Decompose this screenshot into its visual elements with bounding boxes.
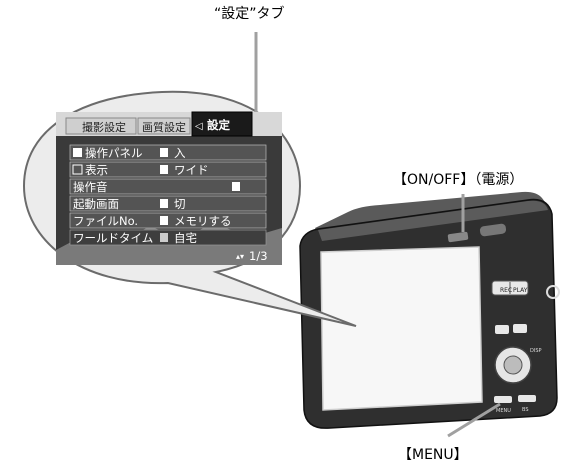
arrow-icon [160,148,168,157]
menu-row-label: ファイルNo. [73,214,138,228]
scroll-arrows-icon: ▴▾ [236,252,244,261]
rec-mode-label: REC [500,287,512,294]
menu-row-label: 操作パネル [85,146,143,160]
bs-button[interactable] [518,395,536,402]
tab-image-quality-label: 画質設定 [142,120,186,134]
camera-top-highlight [318,200,548,241]
strap-lug [546,285,560,299]
arrow-icon [160,165,168,174]
menu-row-value: メモリする [174,214,232,228]
menu-row[interactable]: ファイルNo. メモリする [69,212,267,229]
menu-row-value: 切 [174,197,186,211]
callout-lines [254,32,501,438]
rec-button[interactable] [513,324,527,333]
shutter-button[interactable] [479,223,507,237]
camera: REC PLAY DISP MENU BS [299,191,560,429]
tab-settings[interactable] [191,111,253,137]
menu-row[interactable]: 表示 ワイド [69,161,267,178]
playback-button[interactable] [495,325,509,334]
menu-row-value: 自宅 [174,231,197,245]
menu-row-label: 表示 [85,163,108,177]
playback-icon [72,164,83,175]
arrow-icon [160,233,168,242]
menu-row-label: 起動画面 [73,197,119,211]
menu-row[interactable]: ワールドタイム 自宅 [69,229,267,246]
menu-row-label: ワールドタイム [73,231,153,245]
menu-row[interactable]: 起動画面 切 [69,195,267,212]
set-button[interactable] [503,355,523,375]
play-mode-label: PLAY [513,287,528,294]
menu-screen: 撮影設定 画質設定 設定 ◁ 操作パネル 入 表示 ワイド 操作音 起動画面 [56,111,282,265]
menu-row-label: 操作音 [73,180,108,194]
bs-button-label: BS [522,407,529,413]
arrow-icon [160,199,168,208]
power-button[interactable] [447,231,469,243]
menu-leader [447,402,501,438]
tab-left-arrow-icon: ◁ [195,121,203,132]
arrow-icon [232,182,240,191]
tab-image-quality[interactable] [137,117,191,135]
lcd-screen [320,246,483,411]
menu-button[interactable] [494,396,512,403]
menu-row[interactable]: 操作音 [69,178,267,195]
tab-shooting-label: 撮影設定 [82,120,126,134]
menu-button-label: MENU [496,408,511,414]
power-button-callout: 【ON/OFF】（電源） [393,172,524,188]
tab-settings-label: 設定 [207,118,230,132]
menu-row-value: ワイド [174,163,209,177]
menu-row-value: 入 [174,146,186,160]
camera-icon [73,148,82,157]
arrow-icon [160,216,168,225]
settings-tab-callout: “設定”タブ [214,6,285,22]
disp-label: DISP [530,348,542,354]
page-indicator: 1/3 [249,249,268,263]
menu-row[interactable]: 操作パネル 入 [69,144,267,161]
tab-shooting[interactable] [65,117,137,135]
menu-button-callout: 【MENU】 [398,447,468,463]
